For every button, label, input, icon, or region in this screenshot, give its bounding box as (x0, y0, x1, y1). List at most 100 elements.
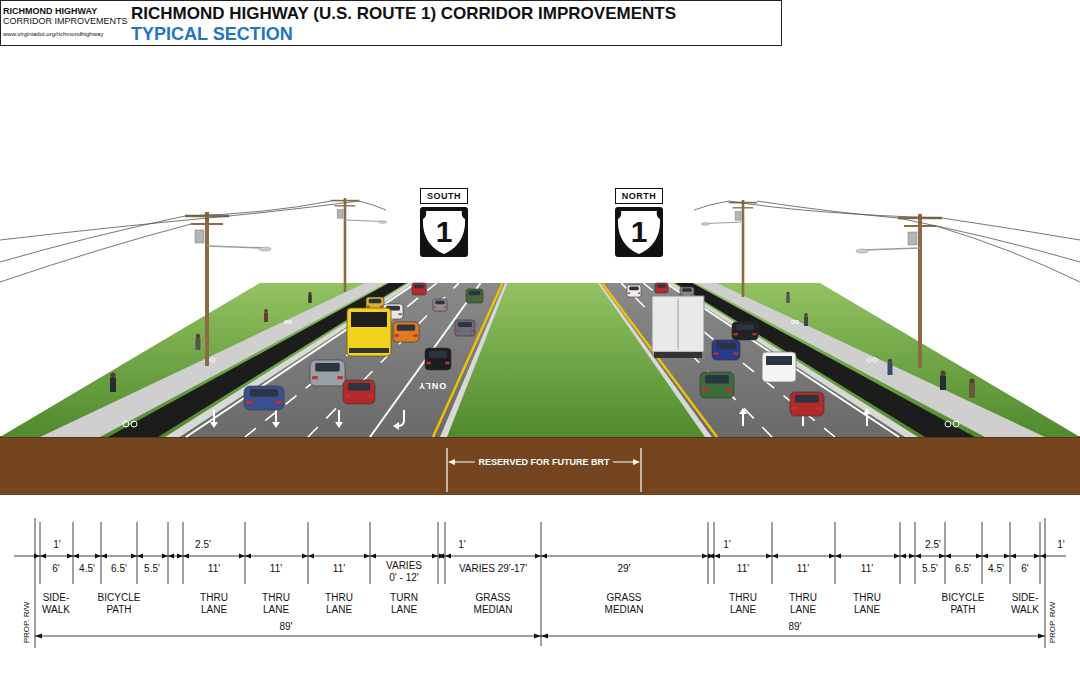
car-body (433, 299, 447, 311)
dimension-value: 5.5' (144, 563, 160, 574)
total-width: 89' (279, 621, 292, 632)
dimension-value: 1' (53, 539, 60, 550)
power-wire (359, 201, 386, 210)
crossarm (733, 207, 754, 208)
section-name: SIDE- WALK (30, 592, 82, 616)
car-light (434, 306, 436, 307)
light-arm (862, 248, 920, 250)
bike-symbol (123, 421, 129, 427)
section-name: TURN LANE (378, 592, 430, 616)
dimension-tick (982, 522, 983, 584)
car-window (429, 351, 447, 358)
dimension-tick (541, 584, 542, 646)
section-name: GRASS MEDIAN (467, 592, 519, 616)
van-window (766, 356, 792, 365)
car-body (244, 386, 284, 410)
dimension-tick (73, 522, 74, 584)
person-head (969, 379, 974, 384)
shield-outline-holder: 1 (420, 207, 468, 257)
dimension-arrow (370, 554, 376, 559)
dimension-value: VARIES 29'-17' (459, 563, 527, 574)
car-body (627, 285, 641, 297)
turn-arrow-head (393, 422, 399, 430)
car-light (734, 333, 738, 335)
route-number: 1 (615, 207, 663, 257)
car-window (469, 291, 481, 295)
car-light (727, 388, 732, 391)
power-wire (942, 218, 1080, 240)
dimension-arrow (302, 554, 308, 559)
bus-bumper (349, 348, 389, 353)
dimension-value: 6' (1021, 563, 1028, 574)
transformer (908, 232, 917, 245)
dimension-arrow (708, 554, 714, 559)
transformer (735, 212, 741, 220)
lane-line (370, 283, 481, 437)
car-light (714, 352, 718, 354)
crossarm (904, 225, 936, 227)
car-window (315, 363, 340, 371)
section-name: THRU LANE (313, 592, 365, 616)
car-light (423, 290, 425, 291)
right-of-way-line (1045, 518, 1046, 648)
dimension-arrow (976, 554, 982, 559)
section-name: THRU LANE (841, 592, 893, 616)
lane-arrow (742, 412, 744, 426)
dimension-tick (900, 522, 901, 584)
dimension-tick (183, 522, 184, 584)
dimension-value: VARIES 0' - 12' (381, 560, 427, 584)
section-name: THRU LANE (717, 592, 769, 616)
dimension-value: 11' (861, 563, 873, 574)
power-wire (0, 216, 229, 240)
light-arm (705, 222, 743, 223)
dimension-value: 1' (458, 539, 465, 550)
dimension-arrow (535, 554, 541, 559)
dimension-value: 1' (723, 539, 730, 550)
truck-box (652, 296, 704, 352)
dimension-arrow (364, 554, 370, 559)
dimension-tick (101, 522, 102, 584)
car-light (456, 330, 459, 332)
car-body (425, 348, 451, 370)
car-light (275, 401, 281, 404)
car-window (397, 324, 415, 330)
person-head (888, 359, 892, 363)
dimension-arrow (702, 554, 708, 559)
car-window (458, 322, 472, 327)
dimension-tick (438, 522, 439, 584)
car-window (629, 286, 639, 290)
shield-outline-holder: 1 (615, 207, 663, 257)
car-light (246, 401, 252, 404)
dimension-arrow (308, 554, 314, 559)
dimension-value: 4.5' (988, 563, 1004, 574)
car-light (337, 376, 343, 379)
logo-text: RICHMOND HIGHWAY (3, 6, 97, 16)
dimension-arrow (894, 554, 900, 559)
dimension-tick (772, 522, 773, 584)
dimension-tick (915, 522, 916, 584)
car-light (427, 362, 431, 365)
dimension-arrow (1004, 554, 1010, 559)
roadway (180, 283, 505, 437)
car-body (700, 372, 734, 398)
power-wire (898, 218, 1080, 262)
route-shield-sign: SOUTH1 (420, 188, 468, 257)
car-light (367, 306, 370, 308)
person-head (308, 292, 311, 295)
dimension-tick (835, 522, 836, 584)
power-wire (185, 201, 331, 216)
dimension-arrow (101, 554, 107, 559)
lane-arrow-head (739, 408, 747, 414)
car-body (712, 340, 740, 360)
dimension-arrow (432, 554, 438, 559)
bike-symbol (796, 321, 799, 324)
dimension-arrow (909, 554, 915, 559)
van-body (762, 352, 796, 382)
brt-arrow (633, 459, 640, 465)
section-name: THRU LANE (777, 592, 829, 616)
subtitle: TYPICAL SECTION (131, 24, 293, 44)
lane-arrow-head (272, 422, 280, 428)
car-window (414, 284, 424, 288)
person-body (308, 295, 312, 303)
car-body (455, 320, 475, 336)
